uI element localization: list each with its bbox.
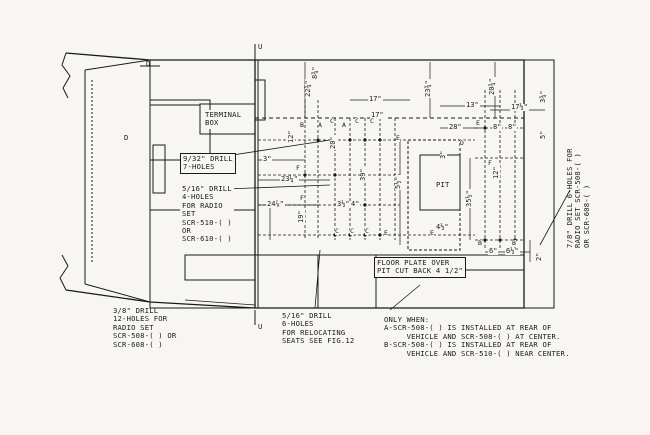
dim-17b: 17½" <box>510 103 529 111</box>
dim-2: 2" <box>535 251 543 262</box>
hole-letter-e-2: E <box>384 229 388 237</box>
hole-letter-c-5: C <box>350 227 354 235</box>
dim-8b: 8" <box>492 123 503 131</box>
dim-3b: 3½" <box>336 200 351 208</box>
section-mark-u-bottom: U <box>258 322 263 331</box>
hole-letter-e-3: E <box>430 229 434 237</box>
drill-5-16-seats-label: 5/16" DRILL 6-HOLES FOR RELOCATING SEATS… <box>282 311 355 346</box>
dim-20b: 20" <box>329 135 337 150</box>
dim-20: 20¾" <box>488 77 496 96</box>
dim-8a: 8¾" <box>311 65 319 80</box>
right-end-plate <box>523 59 555 309</box>
dim-24: 24⅞" <box>266 200 285 208</box>
seat-left-upper <box>149 99 211 161</box>
hole-letter-c-2: C <box>355 117 359 125</box>
front-break-left <box>61 52 71 99</box>
dim-17c: 17" <box>370 111 385 119</box>
dim-17a: 17" <box>368 95 383 103</box>
hole-letter-d: D <box>460 139 464 147</box>
dim-19: 19" <box>297 209 305 224</box>
dim-12a: 12" <box>287 129 295 144</box>
dim-5b: 5½" <box>394 175 402 190</box>
seat-left-box <box>152 144 166 194</box>
dim-23b: 23¼" <box>280 175 299 183</box>
drill-5-16-radio-label: 5/16" DRILL 4-HOLES FOR RADIO SET SCR-51… <box>180 184 234 245</box>
terminal-box-label: TERMINAL BOX <box>203 110 244 129</box>
hole-letter-f-2: F <box>300 194 304 202</box>
dim-13: 13" <box>465 101 480 109</box>
drill-3-8-label: 3/8" DRILL 12-HOLES FOR RADIO SET SCR-50… <box>113 306 177 349</box>
hole-letter-e-4: E <box>476 119 480 127</box>
dim-4b: 4½" <box>435 223 450 231</box>
floor-plate-label: FLOOR PLATE OVER PIT CUT BACK 4 1/2" <box>374 257 467 278</box>
hole-letter-f: F <box>296 164 300 172</box>
hole-letter-e: E <box>396 134 400 142</box>
drill-7-8-label: 7/8" DRILL 6-HOLES FOR RADIO SET SCR-508… <box>565 148 591 248</box>
dim-23: 23¾" <box>424 79 432 98</box>
dim-6b: 6½" <box>505 247 520 255</box>
only-when-note: ONLY WHEN: A-SCR-508-( ) IS INSTALLED AT… <box>384 315 570 358</box>
dim-6a: 6" <box>488 247 499 255</box>
hole-letter-a-2: A <box>342 121 346 129</box>
dim-35: 35½" <box>465 189 473 208</box>
hole-letter-c: C <box>330 117 334 125</box>
hole-letter-a: A <box>318 121 322 129</box>
dim-4a: 4" <box>350 200 361 208</box>
dim-39: 39" <box>359 167 367 182</box>
hole-letter-b-3: B <box>512 239 516 247</box>
pit-label: PIT <box>434 180 452 191</box>
drill-9-32-label: 9/32" DRILL 7-HOLES <box>180 153 236 174</box>
dim-5: 5" <box>539 129 547 140</box>
dim-28: 28" <box>448 123 463 131</box>
section-mark-d-top: D <box>146 59 151 68</box>
right-lower-box <box>317 254 377 309</box>
hole-letter-c-6: C <box>365 227 369 235</box>
front-break-left-bottom <box>59 254 69 291</box>
hole-letter-b: B <box>300 121 304 129</box>
dim-3a: 3" <box>262 155 273 163</box>
dim-3r: 3¾" <box>539 89 547 104</box>
seat-left-lower <box>184 254 256 281</box>
hole-letter-b-2: B <box>478 239 482 247</box>
hole-letter-c-3: C <box>370 117 374 125</box>
section-mark-u-top: U <box>258 42 263 51</box>
dim-12c: 12" <box>492 165 500 180</box>
dim-22: 22¾" <box>304 79 312 98</box>
hole-letter-c-4: C <box>335 227 339 235</box>
dim-3c: 3" <box>439 149 447 160</box>
hole-letter-f-3: F <box>488 159 492 167</box>
dim-8c: 8" <box>507 123 518 131</box>
section-mark-d-mid: D <box>124 133 129 142</box>
